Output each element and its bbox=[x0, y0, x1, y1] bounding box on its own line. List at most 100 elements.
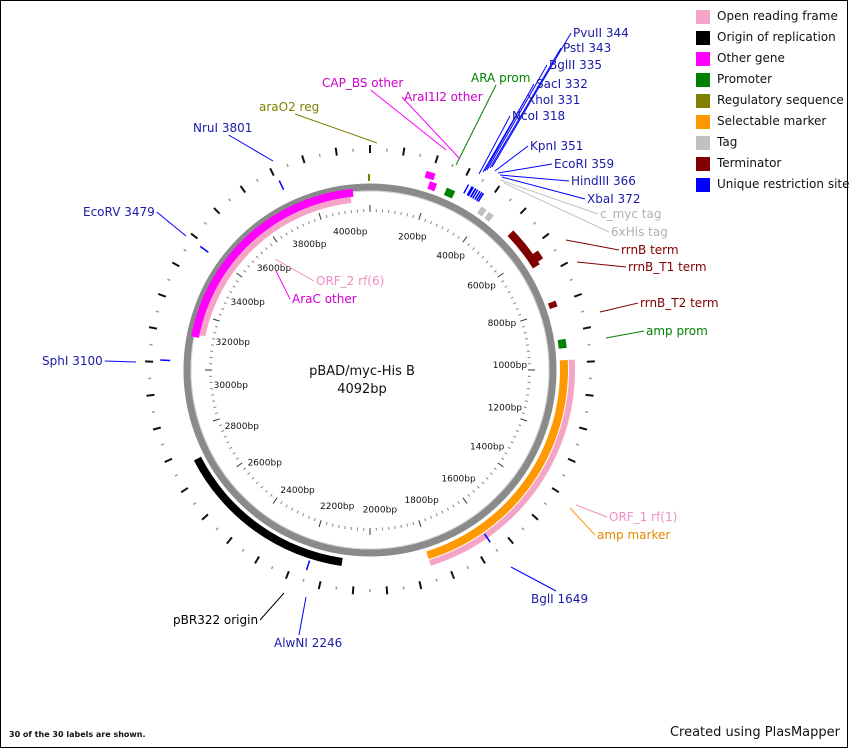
scale-tick bbox=[286, 163, 289, 168]
legend-label: Selectable marker bbox=[717, 114, 827, 128]
bp-tick-label: 3400bp bbox=[231, 298, 266, 308]
inner-tick bbox=[467, 493, 471, 497]
label-leader-line bbox=[370, 89, 447, 151]
feature-label: EcoRV 3479 bbox=[83, 205, 155, 219]
scale-tick bbox=[215, 527, 219, 531]
inner-tick bbox=[290, 507, 294, 511]
inner-tick bbox=[504, 452, 508, 455]
inner-tick bbox=[307, 221, 310, 225]
inner-tick bbox=[489, 472, 493, 475]
inner-tick bbox=[489, 265, 493, 268]
inner-tick bbox=[424, 518, 427, 522]
inner-tick bbox=[523, 406, 527, 409]
inner-tick bbox=[272, 497, 278, 504]
restriction-site-mark bbox=[305, 560, 311, 571]
inner-tick bbox=[285, 504, 288, 508]
bp-tick-label: 1200bp bbox=[488, 404, 523, 414]
label-leader-line bbox=[455, 84, 497, 166]
inner-tick bbox=[338, 524, 340, 529]
restriction-site-mark bbox=[463, 184, 470, 194]
restriction-site-mark bbox=[477, 192, 485, 203]
inner-tick bbox=[476, 251, 480, 255]
feature-label: NruI 3801 bbox=[193, 121, 252, 135]
inner-tick bbox=[476, 485, 480, 489]
label-leader-line bbox=[486, 64, 548, 171]
inner-tick bbox=[457, 501, 460, 505]
feature-arc bbox=[477, 206, 487, 217]
scale-tick bbox=[495, 548, 499, 553]
inner-tick bbox=[218, 424, 222, 427]
scale-tick bbox=[585, 393, 594, 397]
feature-label: rrnB_T1 term bbox=[628, 260, 707, 274]
feature-label: ORF_1 rf(1) bbox=[609, 510, 677, 524]
feature-arc bbox=[424, 170, 436, 181]
inner-tick bbox=[452, 504, 455, 508]
scale-tick bbox=[573, 293, 583, 298]
scale-tick bbox=[543, 502, 548, 506]
feature-label: pBR322 origin bbox=[173, 613, 258, 627]
scale-tick bbox=[351, 586, 355, 595]
inner-tick bbox=[214, 325, 219, 328]
feature-arc bbox=[484, 211, 494, 222]
scale-tick bbox=[465, 167, 471, 176]
inner-tick bbox=[412, 521, 415, 526]
inner-tick bbox=[520, 418, 528, 422]
bp-tick-label: 1800bp bbox=[404, 496, 439, 506]
inner-tick bbox=[223, 435, 227, 438]
feature-arc bbox=[428, 359, 575, 566]
inner-tick bbox=[226, 441, 230, 444]
scale-tick bbox=[521, 527, 525, 531]
inner-tick bbox=[497, 462, 504, 468]
inner-tick bbox=[307, 515, 310, 519]
inner-tick bbox=[513, 302, 517, 305]
restriction-site-mark bbox=[475, 191, 483, 202]
label-leader-line bbox=[575, 504, 608, 518]
scale-tick bbox=[553, 248, 557, 252]
inner-tick bbox=[260, 485, 264, 489]
inner-tick bbox=[521, 325, 526, 328]
scale-tick bbox=[551, 487, 560, 494]
legend-swatch bbox=[696, 73, 710, 87]
inner-tick bbox=[462, 497, 468, 504]
scale-tick bbox=[164, 457, 173, 463]
bp-tick-label: 3000bp bbox=[214, 381, 249, 391]
inner-tick bbox=[302, 223, 305, 227]
scale-tick bbox=[532, 221, 537, 225]
inner-tick bbox=[430, 221, 433, 225]
inner-tick bbox=[296, 226, 299, 230]
scale-tick bbox=[584, 410, 589, 414]
bp-tick-label: 1600bp bbox=[441, 474, 476, 484]
feature-label: rrnB_T2 term bbox=[640, 296, 719, 310]
feature-label: XbaI 372 bbox=[587, 192, 640, 206]
inner-tick bbox=[269, 243, 273, 247]
bp-tick-label: 3800bp bbox=[292, 240, 327, 250]
label-leader-line bbox=[274, 258, 315, 282]
inner-tick bbox=[493, 467, 497, 471]
restriction-site-mark bbox=[469, 188, 477, 198]
inner-tick bbox=[243, 269, 247, 273]
label-leader-line bbox=[497, 163, 553, 174]
bp-tick-label: 3200bp bbox=[216, 338, 251, 348]
feature-label: PstI 343 bbox=[563, 41, 611, 55]
inner-tick bbox=[515, 430, 519, 433]
legend-swatch bbox=[696, 52, 710, 66]
scale-tick bbox=[334, 147, 338, 156]
inner-tick bbox=[214, 412, 219, 415]
inner-tick bbox=[446, 507, 450, 511]
scale-tick bbox=[567, 457, 576, 463]
inner-tick bbox=[481, 255, 485, 259]
inner-tick bbox=[285, 232, 288, 236]
feature-arcs bbox=[191, 170, 575, 566]
outer-scale-ring bbox=[145, 145, 595, 595]
inner-tick bbox=[501, 280, 505, 283]
inner-tick bbox=[255, 481, 259, 485]
label-leader-line bbox=[499, 174, 570, 182]
inner-tick bbox=[331, 213, 334, 217]
inner-tick bbox=[325, 521, 328, 526]
inner-tick bbox=[497, 272, 504, 278]
legend-swatch bbox=[696, 136, 710, 150]
feature-label: AlwNI 2246 bbox=[274, 636, 342, 650]
inner-tick bbox=[232, 452, 236, 455]
feature-label: AraC other bbox=[292, 292, 357, 306]
bp-tick-label: 200bp bbox=[398, 233, 427, 243]
